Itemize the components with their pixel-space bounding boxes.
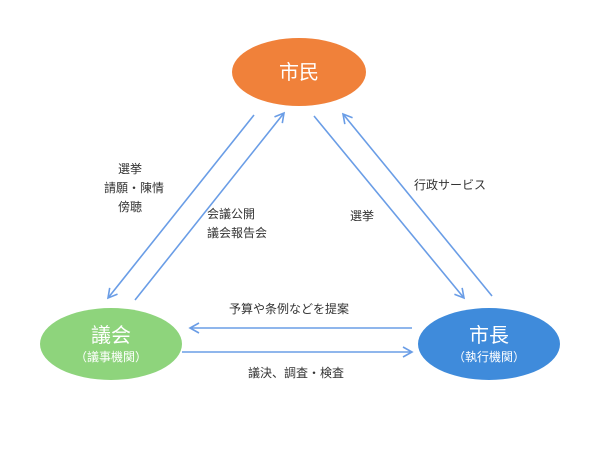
label-citizen-to-mayor: 選挙 xyxy=(350,209,375,223)
label-citizen-to-council: 選挙 請願・陳情 傍聴 xyxy=(104,160,164,217)
node-mayor-title: 市長 xyxy=(469,323,509,347)
arrow-citizen-to-mayor xyxy=(313,115,466,300)
label-mayor-to-citizen: 行政サービス xyxy=(414,178,487,192)
arrow-mayor-to-citizen xyxy=(341,112,493,297)
label-observation: 傍聴 xyxy=(118,200,143,214)
label-mayor-to-council: 予算や条例などを提案 xyxy=(229,302,350,316)
node-council-subtitle: （議事機関） xyxy=(74,350,147,364)
node-council-title: 議会 xyxy=(91,323,131,347)
node-mayor-subtitle: （執行機関） xyxy=(452,350,525,364)
label-council-to-mayor: 議決、調査・検査 xyxy=(248,366,345,380)
arrow-council-to-citizen xyxy=(134,111,286,301)
label-council-to-citizen: 会議公開 議会報告会 xyxy=(207,205,267,243)
label-petition: 請願・陳情 xyxy=(104,181,165,195)
label-open-meetings: 会議公開 xyxy=(207,207,256,221)
node-mayor: 市長 （執行機関） xyxy=(418,308,560,380)
label-council-report: 議会報告会 xyxy=(207,226,268,240)
node-citizen-title: 市民 xyxy=(279,60,319,84)
label-election: 選挙 xyxy=(118,162,143,176)
arrow-citizen-to-council xyxy=(106,114,255,300)
node-council: 議会 （議事機関） xyxy=(40,308,182,380)
node-citizen: 市民 xyxy=(232,38,366,106)
